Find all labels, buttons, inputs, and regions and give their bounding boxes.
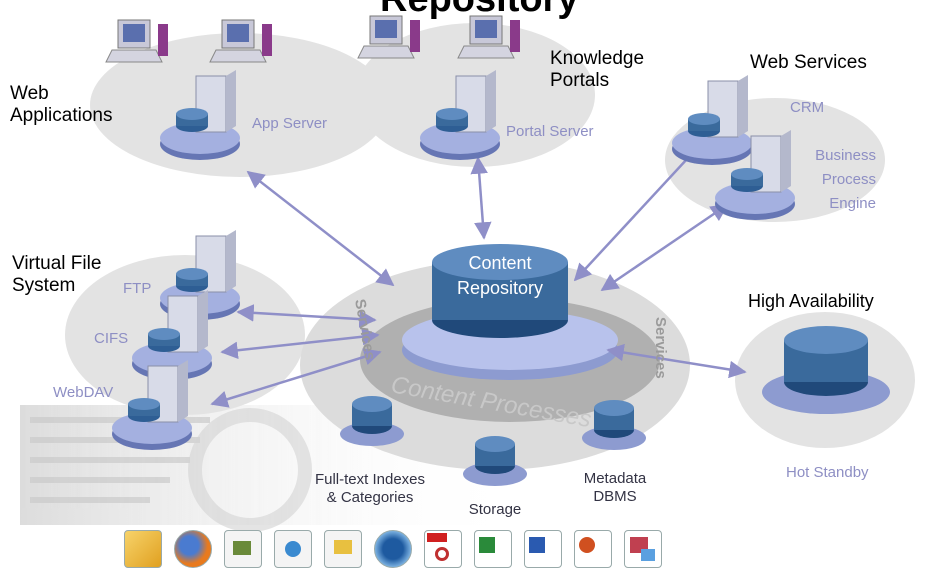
- presentation-file-icon: [324, 530, 362, 568]
- diagram-title: Repository: [380, 0, 578, 21]
- crm-label: CRM: [790, 99, 825, 116]
- pdf-icon: [424, 530, 462, 568]
- content-repository-cylinder: [432, 244, 568, 338]
- ftp-label: FTP: [123, 280, 152, 297]
- file-type-icons: [124, 530, 662, 568]
- crm-server-icon: [671, 74, 753, 166]
- client-pc-icon: [357, 15, 421, 59]
- content-repository-label: Content Repository: [456, 253, 544, 298]
- business-process-engine-label: Business Process Engine: [815, 147, 876, 212]
- webdav-label: WebDAV: [53, 384, 114, 401]
- web-page-icon: [274, 530, 312, 568]
- portal-server-label: Portal Server: [506, 123, 594, 140]
- high-availability-label: High Availability: [748, 291, 874, 311]
- fulltext-indexes-label: Full-text Indexes & Categories: [314, 471, 426, 506]
- cifs-label: CIFS: [94, 330, 129, 347]
- mail-icon: [124, 530, 162, 568]
- spreadsheet-icon: [474, 530, 512, 568]
- image-file-icon: [624, 530, 662, 568]
- metadata-dbms-label: Metadata DBMS: [583, 470, 647, 505]
- browser-icon: [174, 530, 212, 568]
- knowledge-portals-label: Knowledge Portals: [550, 48, 645, 91]
- hot-standby-cylinder: [762, 326, 890, 414]
- virtual-file-system-label: Virtual File System: [12, 253, 102, 296]
- storage-label: Storage: [468, 501, 522, 518]
- connection-arrows: [210, 143, 747, 408]
- services-right-label: Services: [652, 317, 669, 379]
- hot-standby-label: Hot Standby: [786, 464, 869, 481]
- app-server-label: App Server: [252, 115, 328, 132]
- client-pc-icon: [105, 19, 169, 63]
- media-player-icon: [374, 530, 412, 568]
- powerpoint-icon: [574, 530, 612, 568]
- word-document-icon: [524, 530, 562, 568]
- web-services-label: Web Services: [750, 52, 867, 73]
- web-applications-label: Web Applications: [10, 83, 113, 126]
- text-document-icon: [224, 530, 262, 568]
